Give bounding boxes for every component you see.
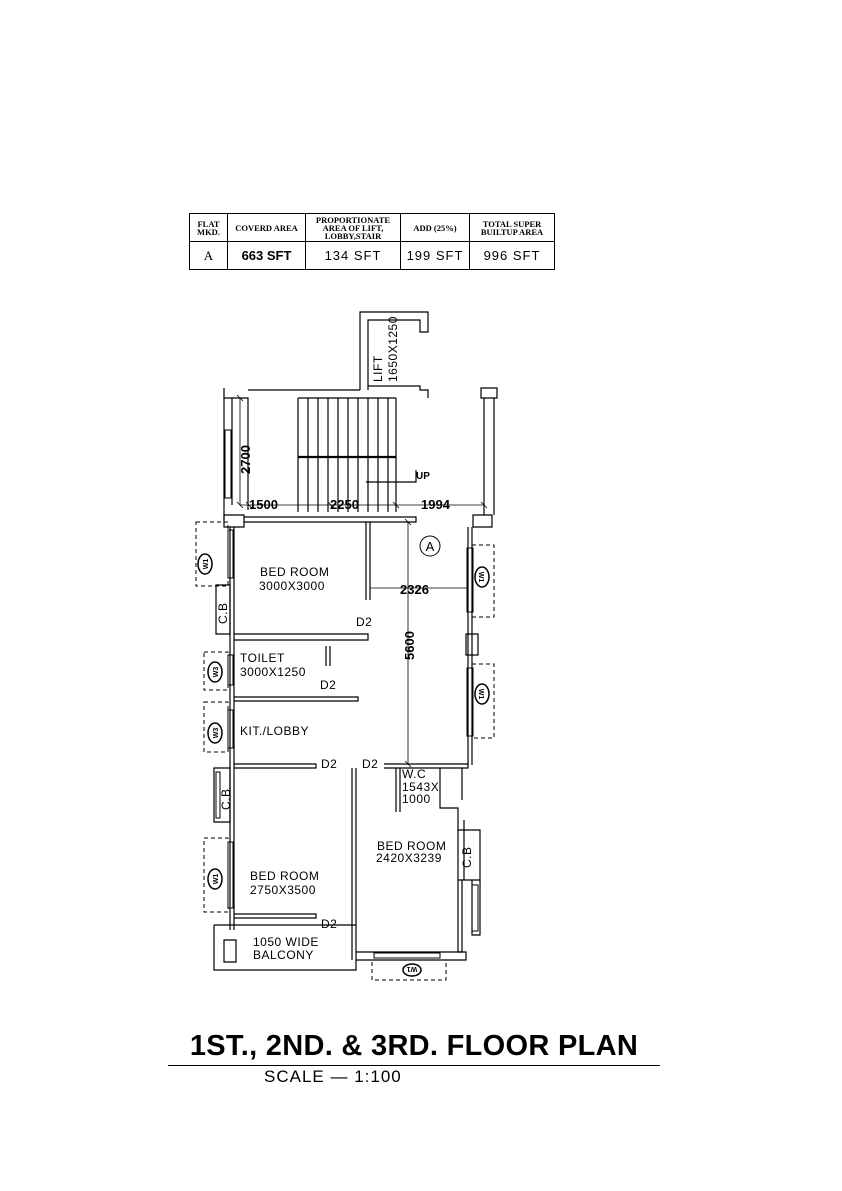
wc-size-2: 1000 xyxy=(402,792,431,806)
window-tags: W1 W1 W1 W3 W3 W1 W1 xyxy=(197,553,490,977)
dim-stair-height: 2700 xyxy=(238,445,253,474)
stair-up-label: UP xyxy=(416,471,430,482)
dimension-lines xyxy=(236,394,488,768)
door-d2: D2 xyxy=(321,757,337,771)
door-d2: D2 xyxy=(320,678,336,692)
window-projections xyxy=(195,521,495,981)
dim-width-right: 1994 xyxy=(421,497,451,512)
svg-text:W1: W1 xyxy=(213,874,220,885)
lift-label: LIFT xyxy=(371,355,385,382)
dim-bedroom-depth: 2326 xyxy=(400,582,429,597)
dim-width-left: 1500 xyxy=(249,497,278,512)
window-tag-w1: W1 xyxy=(207,868,223,890)
bedroom1-name: BED ROOM xyxy=(260,565,329,579)
cell-flat: A xyxy=(189,241,228,270)
cell-add: 199 SFT xyxy=(400,241,470,270)
cupboard-label: C.B xyxy=(216,602,230,624)
flat-mark-circle xyxy=(419,535,441,557)
balcony-name: BALCONY xyxy=(253,948,314,962)
cell-covered: 663 SFT xyxy=(227,241,306,270)
window-tag-w1: W1 xyxy=(197,553,213,575)
window-tag-w1: W1 xyxy=(474,566,490,588)
toilet-size: 3000X1250 xyxy=(240,665,306,679)
door-d2: D2 xyxy=(321,917,337,931)
bedroom3-name: BED ROOM xyxy=(377,839,446,853)
dim-flat-length: 5600 xyxy=(402,631,417,660)
bedroom3-size: 2420X3239 xyxy=(376,851,442,865)
header-add: ADD (25%) xyxy=(400,213,470,242)
title-underline xyxy=(168,1065,660,1066)
wc-name: W.C xyxy=(402,767,426,781)
balcony-width: 1050 WIDE xyxy=(253,935,319,949)
kitchen-name: KIT./LOBBY xyxy=(240,724,309,738)
window-tag-w1: W1 xyxy=(474,683,490,705)
door-d2: D2 xyxy=(362,757,378,771)
svg-text:W3: W3 xyxy=(213,728,220,739)
toilet-name: TOILET xyxy=(240,651,285,665)
dim-width-mid: 2250 xyxy=(330,497,359,512)
cupboard-label: C.B xyxy=(460,846,474,868)
cupboard-label: C.B xyxy=(219,788,233,810)
window-tag-w3: W3 xyxy=(207,661,223,683)
bedroom2-name: BED ROOM xyxy=(250,869,319,883)
cell-total: 996 SFT xyxy=(469,241,555,270)
svg-text:W1: W1 xyxy=(407,965,418,972)
drawing-scale: SCALE — 1:100 xyxy=(264,1067,402,1086)
window-tag-w1: W1 xyxy=(402,963,422,977)
svg-text:W3: W3 xyxy=(213,667,220,678)
wc-size-1: 1543X xyxy=(402,780,439,794)
svg-text:W1: W1 xyxy=(477,689,484,700)
svg-text:W1: W1 xyxy=(203,559,210,570)
door-d2: D2 xyxy=(356,615,372,629)
room-labels: 1650X1250 LIFT UP A BED ROOM 3000X3000 D… xyxy=(216,316,474,962)
table-row: A 663 SFT 134 SFT 199 SFT 996 SFT xyxy=(189,241,555,270)
bedroom1-size: 3000X3000 xyxy=(259,579,325,593)
drawing-title: 1ST., 2ND. & 3RD. FLOOR PLAN xyxy=(189,1030,639,1062)
flat-mark-label: A xyxy=(426,539,435,554)
lift-size: 1650X1250 xyxy=(386,316,400,382)
dimension-texts: 2700 1500 2250 1994 2326 5600 xyxy=(238,445,451,660)
bedroom2-size: 2750X3500 xyxy=(250,883,316,897)
svg-text:W1: W1 xyxy=(477,572,484,583)
cell-proportionate: 134 SFT xyxy=(305,241,401,270)
walls xyxy=(213,311,498,971)
window-tag-w3: W3 xyxy=(207,722,223,744)
